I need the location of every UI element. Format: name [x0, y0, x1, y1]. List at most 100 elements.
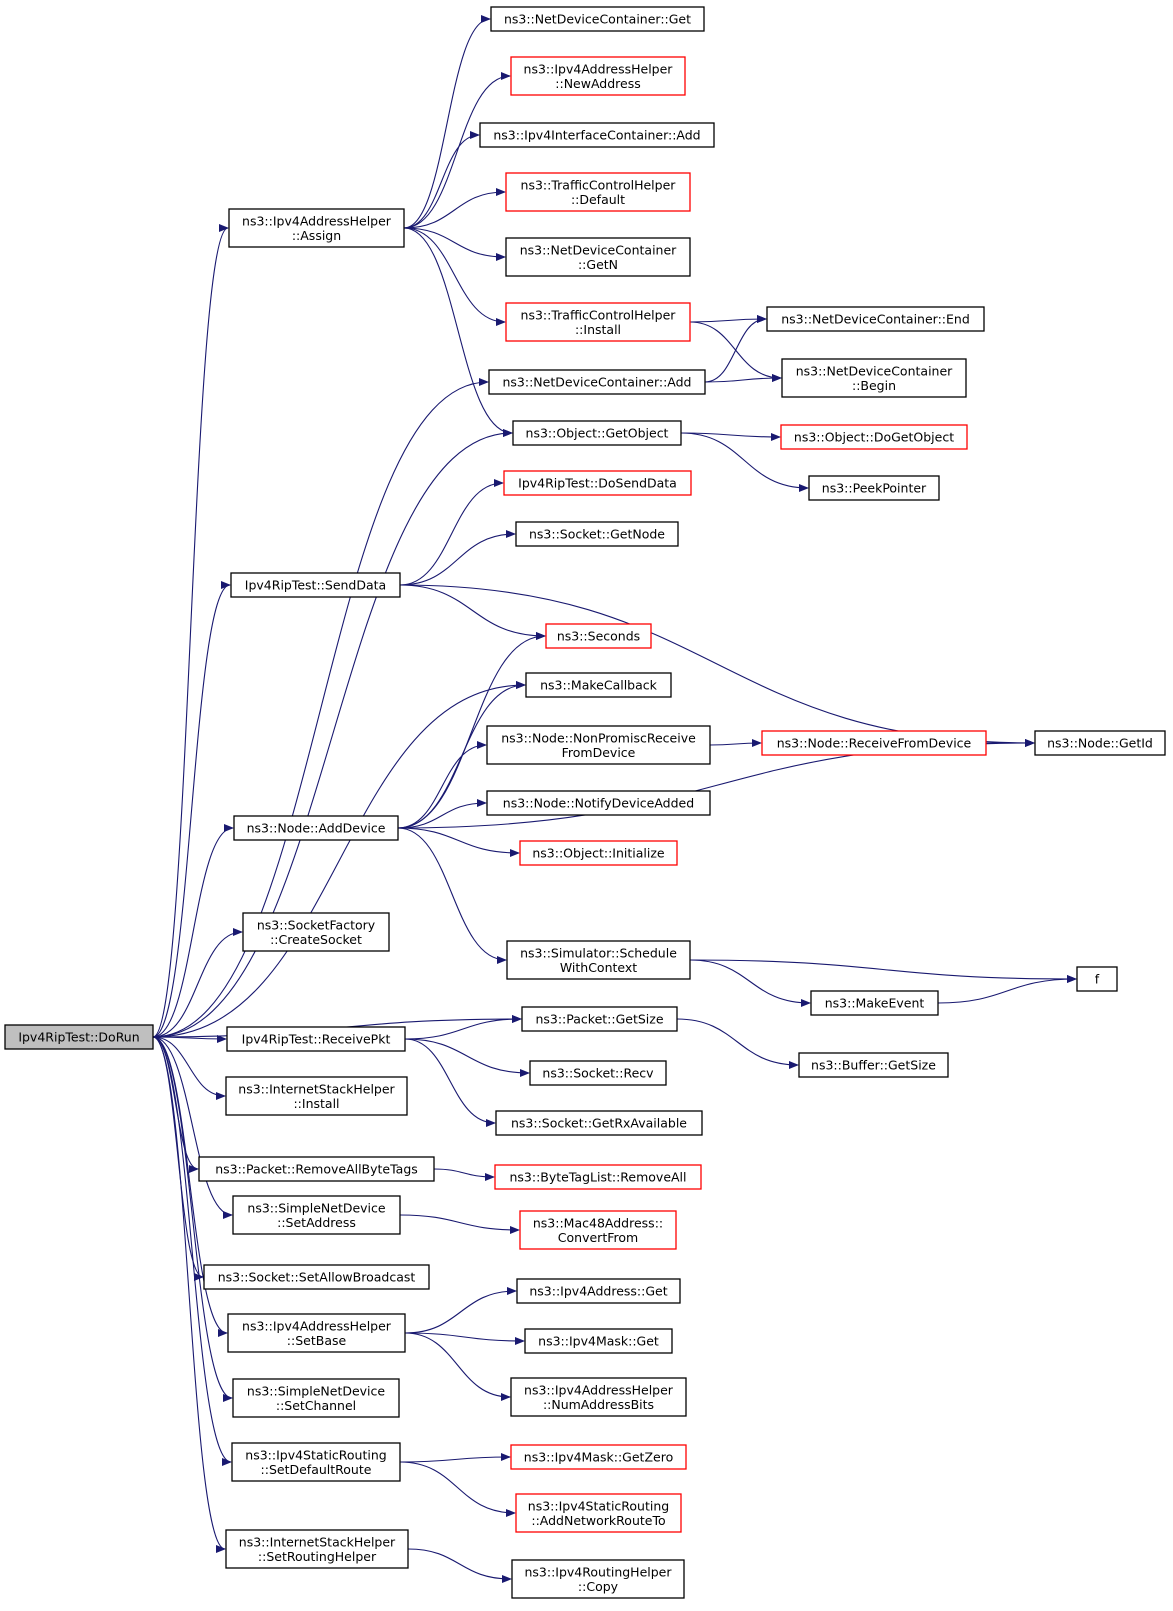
node-ns3-ipv4staticrouting-setdefaultroute[interactable]: ns3::Ipv4StaticRouting::SetDefaultRoute — [231, 1442, 401, 1482]
node-label: ::SetRoutingHelper — [258, 1549, 377, 1564]
node-box — [781, 358, 967, 398]
node-box — [225, 1529, 409, 1569]
node-box — [506, 940, 691, 980]
node-label: ns3::Ipv4AddressHelper — [524, 1382, 674, 1397]
node-box — [505, 172, 691, 212]
node-ns3-ipv4staticrouting-addnetworkrouteto[interactable]: ns3::Ipv4StaticRouting::AddNetworkRouteT… — [515, 1493, 682, 1533]
node-ns3-ipv4routinghelper-copy[interactable]: ns3::Ipv4RoutingHelper::Copy — [511, 1559, 685, 1599]
node-box — [798, 1052, 949, 1078]
node-label: ns3::Ipv4AddressHelper — [524, 61, 674, 76]
node-ns3-seconds[interactable]: ns3::Seconds — [545, 623, 652, 649]
node-box — [495, 1110, 703, 1136]
node-ns3-object-getobject[interactable]: ns3::Object::GetObject — [512, 420, 682, 446]
node-ns3-internetstackhelper-setroutinghelper[interactable]: ns3::InternetStackHelper::SetRoutingHelp… — [225, 1529, 409, 1569]
node-label: ns3::Object::Initialize — [532, 846, 665, 861]
node-ns3-simplenetdevice-setchannel[interactable]: ns3::SimpleNetDevice::SetChannel — [232, 1378, 400, 1418]
node-ipv4riptest-receivepkt[interactable]: Ipv4RipTest::ReceivePkt — [226, 1026, 406, 1052]
node-ns3-node-getid[interactable]: ns3::Node::GetId — [1034, 730, 1166, 756]
node-label: ns3::NetDeviceContainer — [520, 242, 677, 257]
node-ns3-netdevicecontainer-add[interactable]: ns3::NetDeviceContainer::Add — [488, 369, 706, 395]
node-label: ns3::NetDeviceContainer — [796, 363, 953, 378]
node-box — [490, 6, 705, 32]
node-box — [525, 672, 672, 698]
node-ns3-peekpointer[interactable]: ns3::PeekPointer — [808, 475, 940, 501]
node-ns3-socketfactory-createsocket[interactable]: ns3::SocketFactory::CreateSocket — [242, 912, 390, 952]
edge-n1-to-n2 — [403, 15, 491, 229]
node-ns3-node-notifydeviceadded[interactable]: ns3::Node::NotifyDeviceAdded — [486, 790, 711, 816]
node-label: ns3::Socket::GetRxAvailable — [511, 1116, 687, 1131]
node-ns3-object-dogetobject[interactable]: ns3::Object::DoGetObject — [780, 424, 968, 450]
node-ns3-internetstackhelper-install[interactable]: ns3::InternetStackHelper::Install — [225, 1076, 408, 1116]
node-label: ns3::Ipv4RoutingHelper — [524, 1564, 672, 1579]
node-box — [516, 1278, 681, 1304]
node-ns3-node-receivefromdevice[interactable]: ns3::Node::ReceiveFromDevice — [761, 730, 987, 756]
node-ns3-socket-setallowbroadcast[interactable]: ns3::Socket::SetAllowBroadcast — [203, 1264, 430, 1290]
node-ns3-netdevicecontainer-getn[interactable]: ns3::NetDeviceContainer::GetN — [505, 237, 691, 277]
node-label: Ipv4RipTest::ReceivePkt — [242, 1032, 391, 1047]
node-box — [233, 815, 399, 841]
node-ns3-netdevicecontainer-get[interactable]: ns3::NetDeviceContainer::Get — [490, 6, 705, 32]
edge-n1-to-n6 — [403, 227, 506, 261]
edge-n9-to-n8 — [704, 315, 767, 383]
node-ns3-socket-getnode[interactable]: ns3::Socket::GetNode — [515, 521, 679, 547]
node-box — [232, 1378, 400, 1418]
edge-n22-to-n24 — [397, 827, 520, 857]
node-ns3-simplenetdevice-setaddress[interactable]: ns3::SimpleNetDevice::SetAddress — [232, 1195, 401, 1235]
edge-n26-to-n28 — [689, 959, 811, 1007]
node-box — [808, 475, 940, 501]
node-ns3-packet-getsize[interactable]: ns3::Packet::GetSize — [521, 1006, 678, 1032]
node-ns3-bytetaglist-removeall[interactable]: ns3::ByteTagList::RemoveAll — [494, 1164, 702, 1190]
node-label: ns3::Ipv4Mask::Get — [538, 1334, 659, 1349]
node-box — [512, 420, 682, 446]
node-ns3-ipv4addresshelper-numaddressbits[interactable]: ns3::Ipv4AddressHelper::NumAddressBits — [510, 1377, 687, 1417]
node-ns3-ipv4interfacecontainer-add[interactable]: ns3::Ipv4InterfaceContainer::Add — [479, 122, 715, 148]
node-ns3-ipv4address-get[interactable]: ns3::Ipv4Address::Get — [516, 1278, 681, 1304]
edge-n45-to-n46 — [399, 1453, 511, 1463]
node-label: ::GetN — [578, 257, 618, 272]
edge-n48-to-n49 — [407, 1548, 512, 1583]
edge-n37-to-n38 — [399, 1214, 520, 1234]
node-f[interactable]: f — [1076, 966, 1118, 992]
node-ipv4riptest-dosenddata[interactable]: Ipv4RipTest::DoSendData — [503, 470, 692, 496]
node-label: ::Assign — [292, 228, 341, 243]
node-ns3-ipv4mask-get[interactable]: ns3::Ipv4Mask::Get — [524, 1328, 673, 1354]
node-ns3-trafficcontrolhelper-default[interactable]: ns3::TrafficControlHelper::Default — [505, 172, 691, 212]
node-ns3-trafficcontrolhelper-install[interactable]: ns3::TrafficControlHelper::Install — [505, 302, 691, 342]
node-ns3-ipv4addresshelper-setbase[interactable]: ns3::Ipv4AddressHelper::SetBase — [227, 1313, 406, 1353]
edge-n11-to-n13 — [680, 432, 809, 492]
node-box — [519, 1210, 677, 1250]
node-ns3-makecallback[interactable]: ns3::MakeCallback — [525, 672, 672, 698]
node-ipv4riptest-dorun[interactable]: Ipv4RipTest::DoRun — [4, 1024, 154, 1050]
node-ns3-socket-getrxavailable[interactable]: ns3::Socket::GetRxAvailable — [495, 1110, 703, 1136]
node-ns3-object-initialize[interactable]: ns3::Object::Initialize — [519, 840, 678, 866]
node-box — [510, 1444, 687, 1470]
node-label: ::SetAddress — [277, 1215, 356, 1230]
node-box — [227, 1313, 406, 1353]
edge-n1-to-n7 — [403, 227, 506, 326]
node-ns3-node-adddevice[interactable]: ns3::Node::AddDevice — [233, 815, 399, 841]
node-label: ::Begin — [852, 378, 896, 393]
node-box — [503, 470, 692, 496]
node-ns3-mac48address-convertfrom[interactable]: ns3::Mac48Address::ConvertFrom — [519, 1210, 677, 1250]
node-ns3-netdevicecontainer-end[interactable]: ns3::NetDeviceContainer::End — [766, 306, 985, 332]
node-box — [761, 730, 987, 756]
node-box — [505, 237, 691, 277]
node-ns3-buffer-getsize[interactable]: ns3::Buffer::GetSize — [798, 1052, 949, 1078]
node-ns3-ipv4addresshelper-newaddress[interactable]: ns3::Ipv4AddressHelper::NewAddress — [510, 56, 686, 96]
edge-r-to-n15 — [152, 581, 231, 1038]
node-ns3-ipv4addresshelper-assign[interactable]: ns3::Ipv4AddressHelper::Assign — [228, 208, 405, 248]
node-ipv4riptest-senddata[interactable]: Ipv4RipTest::SendData — [230, 572, 401, 598]
node-label: ns3::Mac48Address:: — [533, 1215, 663, 1230]
node-ns3-netdevicecontainer-begin[interactable]: ns3::NetDeviceContainer::Begin — [781, 358, 967, 398]
node-ns3-ipv4mask-getzero[interactable]: ns3::Ipv4Mask::GetZero — [510, 1444, 687, 1470]
node-box — [230, 572, 401, 598]
node-ns3-socket-recv[interactable]: ns3::Socket::Recv — [529, 1060, 667, 1086]
node-ns3-makeevent[interactable]: ns3::MakeEvent — [810, 990, 939, 1016]
node-label: ns3::NetDeviceContainer::Add — [503, 375, 692, 390]
edge-r-to-n35 — [152, 1036, 199, 1173]
node-ns3-packet-removeallbytetags[interactable]: ns3::Packet::RemoveAllByteTags — [198, 1156, 435, 1182]
node-box — [486, 725, 711, 765]
